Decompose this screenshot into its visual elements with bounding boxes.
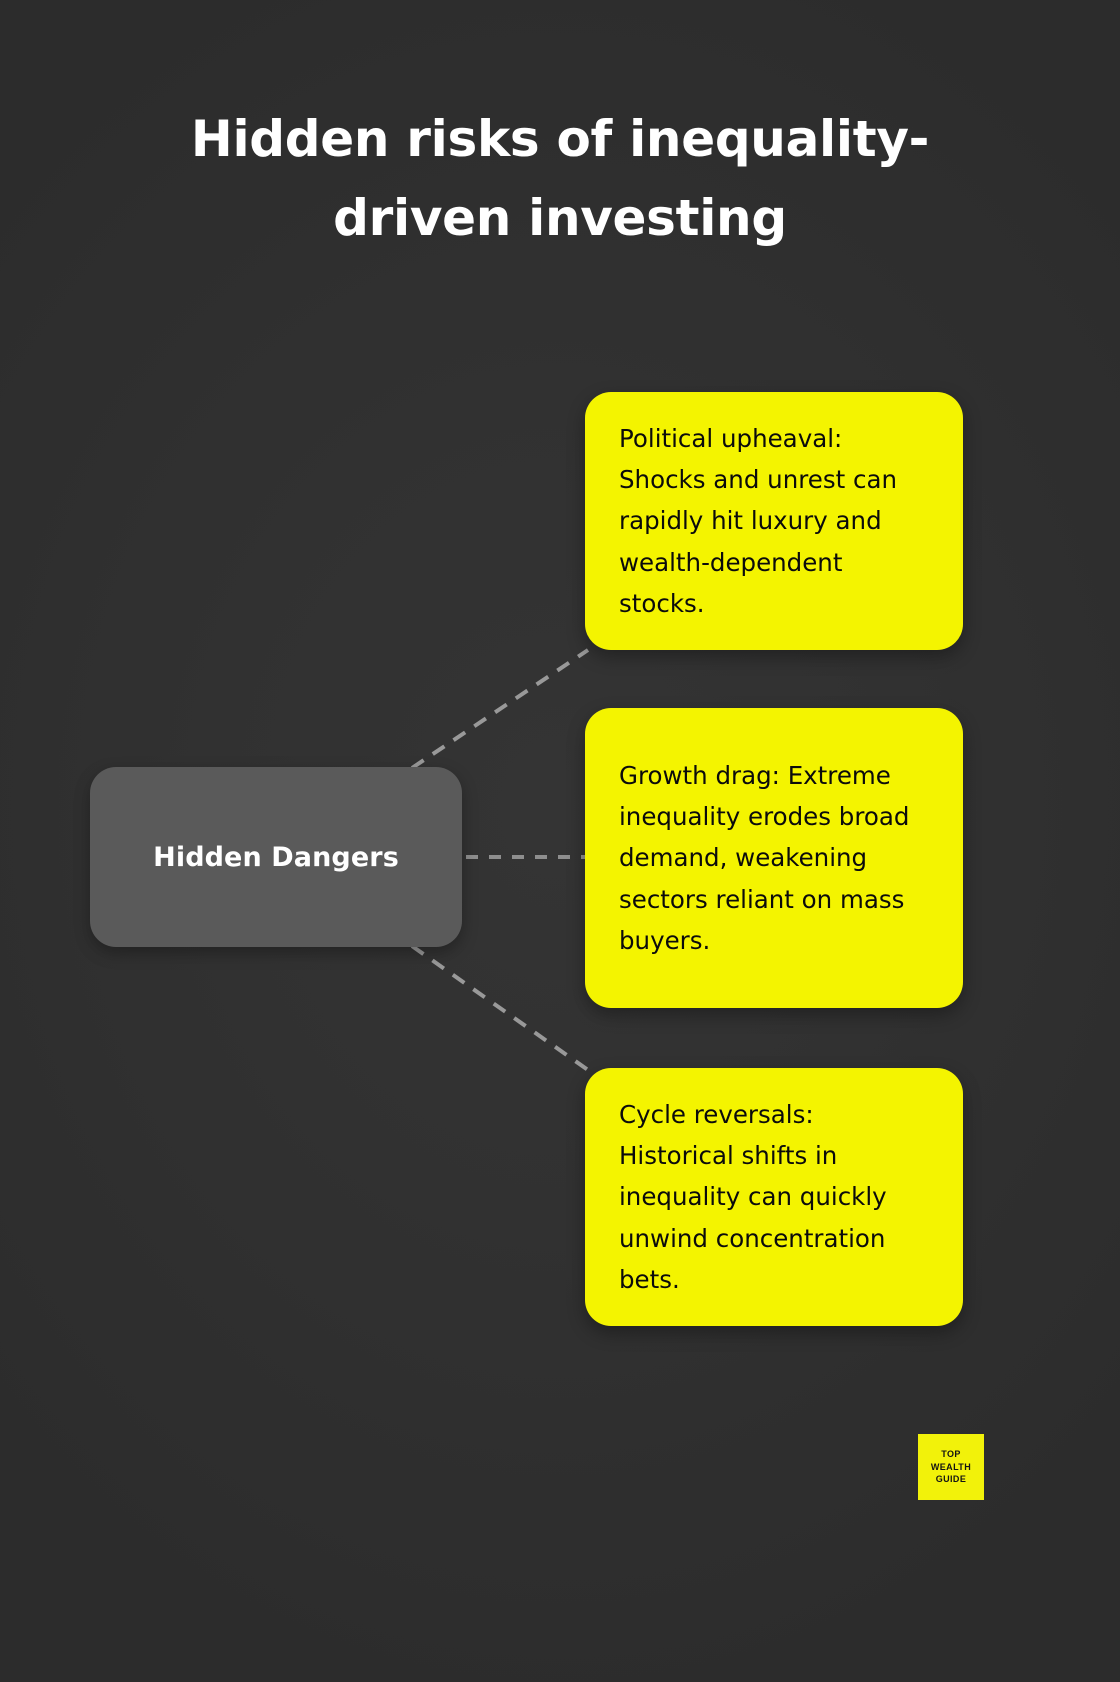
branch-text: Growth drag: Extreme inequality erodes b… — [619, 761, 910, 955]
brand-logo-line-2: WEALTH — [930, 1461, 972, 1472]
brand-logo-line-1: TOP — [941, 1448, 961, 1459]
branch-box-growth-drag[interactable]: Growth drag: Extreme inequality erodes b… — [585, 708, 963, 1008]
connector-line-bottom — [410, 944, 590, 1072]
branch-box-political-upheaval[interactable]: Political upheaval: Shocks and unrest ca… — [585, 392, 963, 650]
center-node[interactable]: Hidden Dangers — [90, 767, 462, 947]
brand-logo-line-3: GUIDE — [935, 1474, 967, 1485]
branch-text: Cycle reversals: Historical shifts in in… — [619, 1100, 887, 1294]
connector-line-top — [410, 648, 590, 770]
branch-text: Political upheaval: Shocks and unrest ca… — [619, 424, 897, 618]
center-node-label: Hidden Dangers — [153, 841, 399, 873]
branch-box-cycle-reversals[interactable]: Cycle reversals: Historical shifts in in… — [585, 1068, 963, 1326]
page-title: Hidden risks of inequality- driven inves… — [190, 110, 930, 247]
brand-logo: TOP WEALTH GUIDE — [918, 1434, 984, 1500]
